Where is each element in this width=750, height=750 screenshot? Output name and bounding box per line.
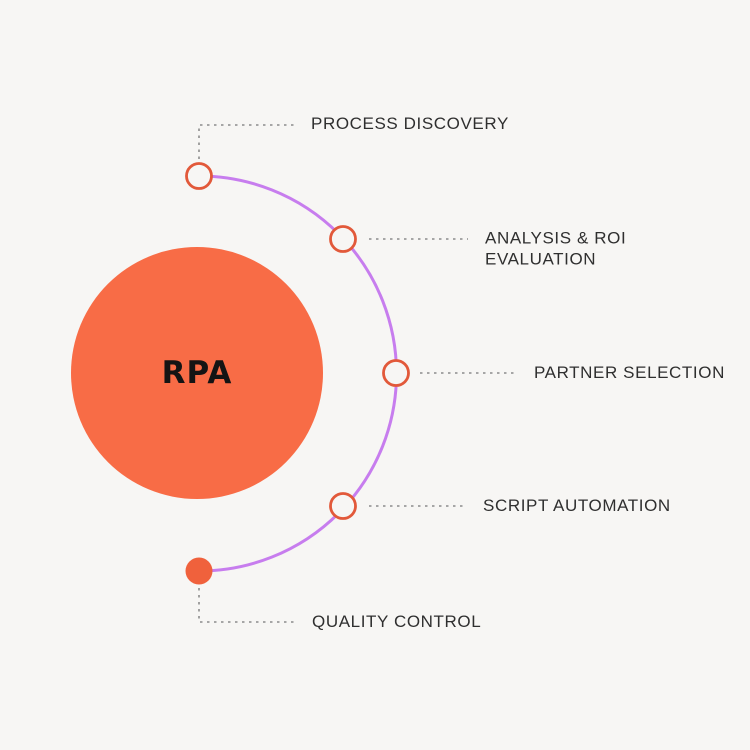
node-script-automation — [329, 492, 357, 520]
node-quality-control — [185, 557, 213, 585]
rpa-center-label: RPA — [161, 355, 233, 391]
node-process-discovery — [185, 162, 213, 190]
step-label-script-automation: SCRIPT AUTOMATION — [483, 495, 671, 515]
node-partner-selection — [382, 359, 410, 387]
step-label-process-discovery: PROCESS DISCOVERY — [311, 113, 509, 133]
step-label-analysis-roi-evaluation: ANALYSIS & ROI EVALUATION — [485, 228, 627, 269]
connector-quality-control — [198, 588, 297, 623]
step-label-partner-selection: PARTNER SELECTION — [534, 362, 725, 382]
node-analysis-roi-evaluation — [329, 225, 357, 253]
connector-process-discovery — [198, 124, 298, 159]
step-label-quality-control: QUALITY CONTROL — [312, 611, 482, 631]
rpa-center-circle: RPA — [71, 247, 323, 499]
